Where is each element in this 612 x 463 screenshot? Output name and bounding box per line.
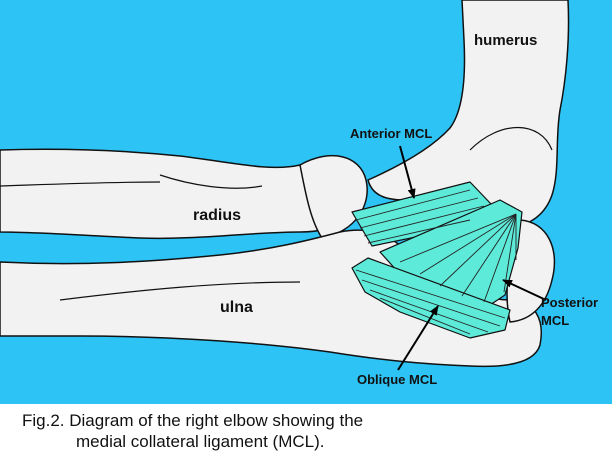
- posterior-mcl-arrow: [502, 279, 547, 301]
- oblique-mcl-fiber: [355, 269, 506, 319]
- elbow-diagram: humerus radius ulna Anterior MCL Posteri…: [0, 0, 612, 404]
- humerus-condyle-line: [469, 127, 553, 151]
- posterior-mcl-label-line1: Posterior: [541, 295, 598, 310]
- posterior-mcl-label-line2: MCL: [541, 313, 569, 328]
- anterior-mcl-arrow: [399, 145, 416, 199]
- oblique-mcl-band: [351, 257, 511, 339]
- humerus-label: humerus: [474, 32, 537, 49]
- anterior-mcl-label: Anterior MCL: [350, 126, 432, 141]
- anterior-mcl-fiber: [367, 219, 471, 244]
- oblique-mcl-arrow: [397, 305, 439, 371]
- posterior-mcl-fiber: [399, 213, 517, 263]
- oblique-mcl-fiber: [369, 289, 489, 333]
- radius-label: radius: [193, 207, 241, 224]
- radius-shaft-line: [0, 181, 161, 187]
- figure-caption: Fig.2. Diagram of the right elbow showin…: [22, 410, 363, 452]
- posterior-mcl-fiber: [503, 213, 517, 293]
- anterior-mcl-fiber: [363, 205, 485, 237]
- anterior-mcl-fiber: [359, 197, 479, 229]
- ulna-line: [59, 281, 301, 301]
- caption-line-1: Fig.2. Diagram of the right elbow showin…: [22, 411, 364, 430]
- posterior-mcl-fiber: [461, 213, 517, 297]
- posterior-mcl-fiber: [439, 213, 517, 287]
- oblique-mcl-label: Oblique MCL: [357, 372, 437, 387]
- ulna-label: ulna: [220, 299, 253, 316]
- anterior-mcl-fiber: [355, 189, 471, 221]
- oblique-mcl-fiber: [361, 279, 501, 327]
- oblique-mcl-fiber: [379, 297, 471, 335]
- posterior-mcl-fiber: [419, 213, 517, 275]
- caption-line-2: medial collateral ligament (MCL).: [76, 432, 325, 451]
- radius-tuberosity-line: [159, 174, 263, 189]
- posterior-mcl-fiber: [483, 213, 517, 303]
